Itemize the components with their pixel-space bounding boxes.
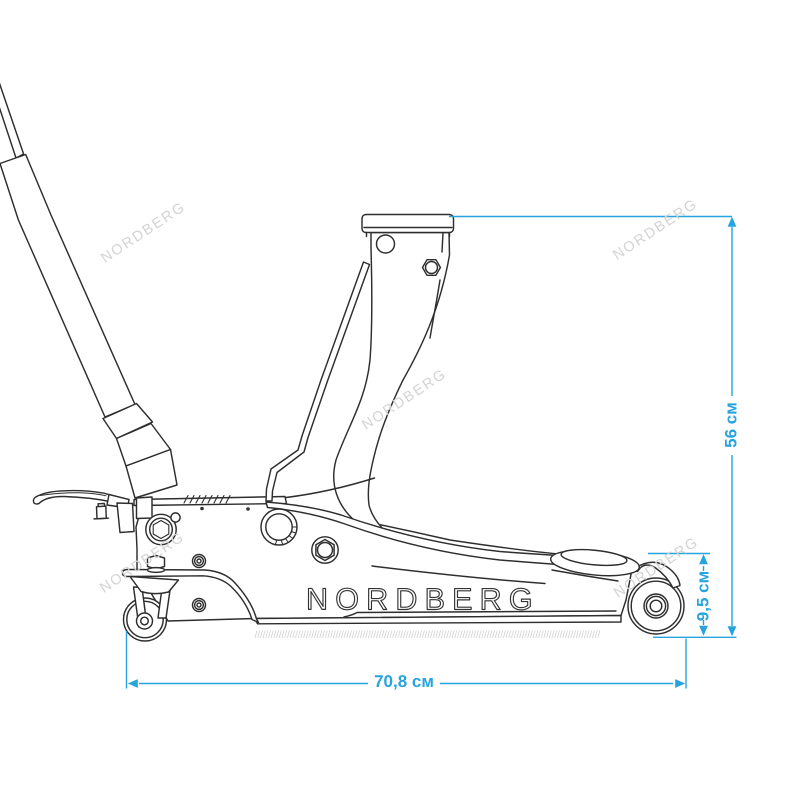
svg-text:56 см: 56 см: [722, 402, 741, 448]
svg-text:70,8 см: 70,8 см: [374, 672, 434, 691]
svg-text:NORDBERG: NORDBERG: [306, 582, 540, 616]
svg-text:9,5 см: 9,5 см: [693, 571, 712, 621]
